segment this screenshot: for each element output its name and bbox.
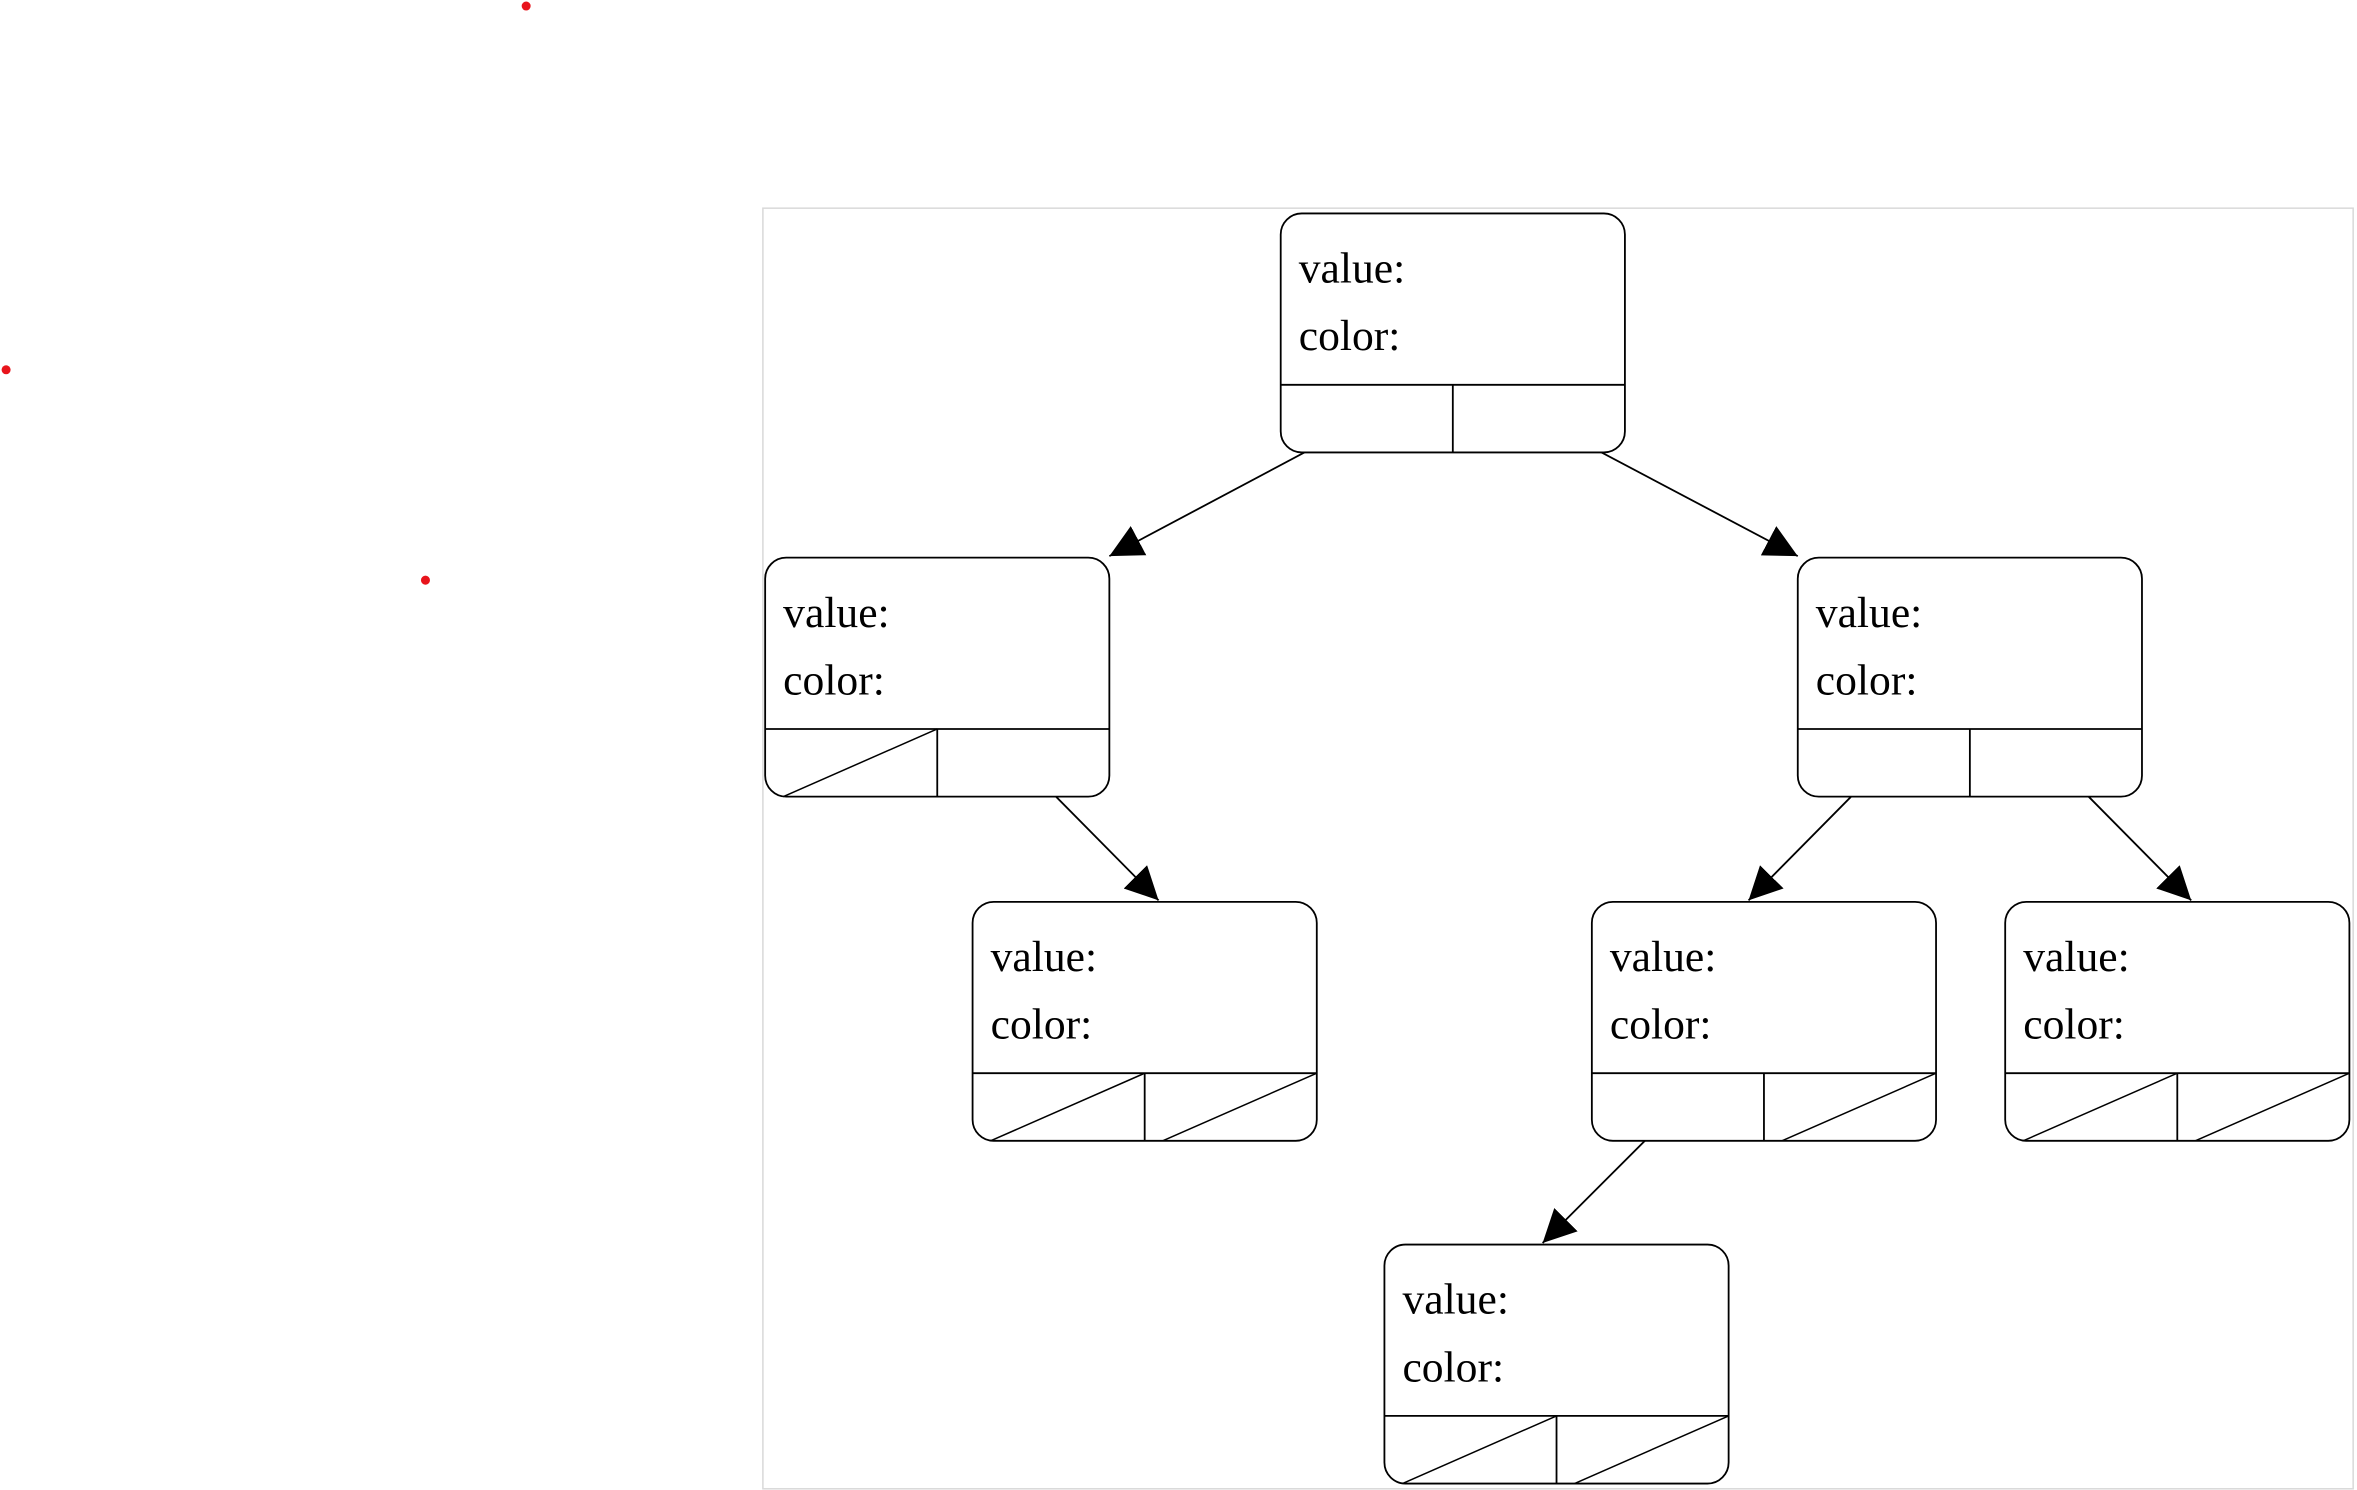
- null-left-pointer: [2022, 1072, 2178, 1142]
- node-value-label: value:: [2023, 933, 2129, 981]
- null-right-pointer: [1574, 1415, 1729, 1485]
- null-left-pointer: [990, 1072, 1145, 1142]
- node-box: [2004, 900, 2351, 1142]
- node-color-label: color:: [1299, 312, 1401, 360]
- tree-node-right: value: color:: [1796, 556, 2143, 798]
- tree-node-right-left-left: value: color:: [1383, 1243, 1730, 1485]
- node-value-label: value:: [1299, 245, 1405, 293]
- tree-node-right-right: value: color:: [2004, 900, 2351, 1142]
- null-left-pointer: [782, 728, 938, 798]
- tree-node-root: value: color:: [1279, 212, 1626, 454]
- node-color-label: color:: [1816, 656, 1918, 704]
- null-right-pointer: [1162, 1072, 1318, 1142]
- node-value-label: value:: [1402, 1276, 1508, 1324]
- red-marker-dot: [1, 365, 11, 375]
- red-marker-dot: [420, 575, 430, 585]
- tree-node-right-left: value: color:: [1590, 900, 1937, 1142]
- node-color-label: color:: [991, 1001, 1093, 1049]
- tree-node-left: value: color:: [764, 556, 1111, 798]
- node-value-label: value:: [783, 589, 889, 637]
- null-right-pointer: [1781, 1072, 1937, 1142]
- node-color-label: color:: [2023, 1001, 2125, 1049]
- red-marker-dot: [521, 1, 531, 11]
- node-color-label: color:: [783, 656, 885, 704]
- null-right-pointer: [2195, 1072, 2350, 1142]
- node-color-label: color:: [1402, 1343, 1504, 1391]
- node-value-label: value:: [991, 933, 1097, 981]
- diagram-frame: [762, 207, 2354, 1490]
- node-value-label: value:: [1816, 589, 1922, 637]
- node-color-label: color:: [1610, 1001, 1712, 1049]
- null-left-pointer: [1402, 1415, 1557, 1485]
- node-value-label: value:: [1610, 933, 1716, 981]
- tree-node-left-right: value: color:: [971, 900, 1318, 1142]
- node-box: [971, 900, 1318, 1142]
- node-box: [1590, 900, 1937, 1142]
